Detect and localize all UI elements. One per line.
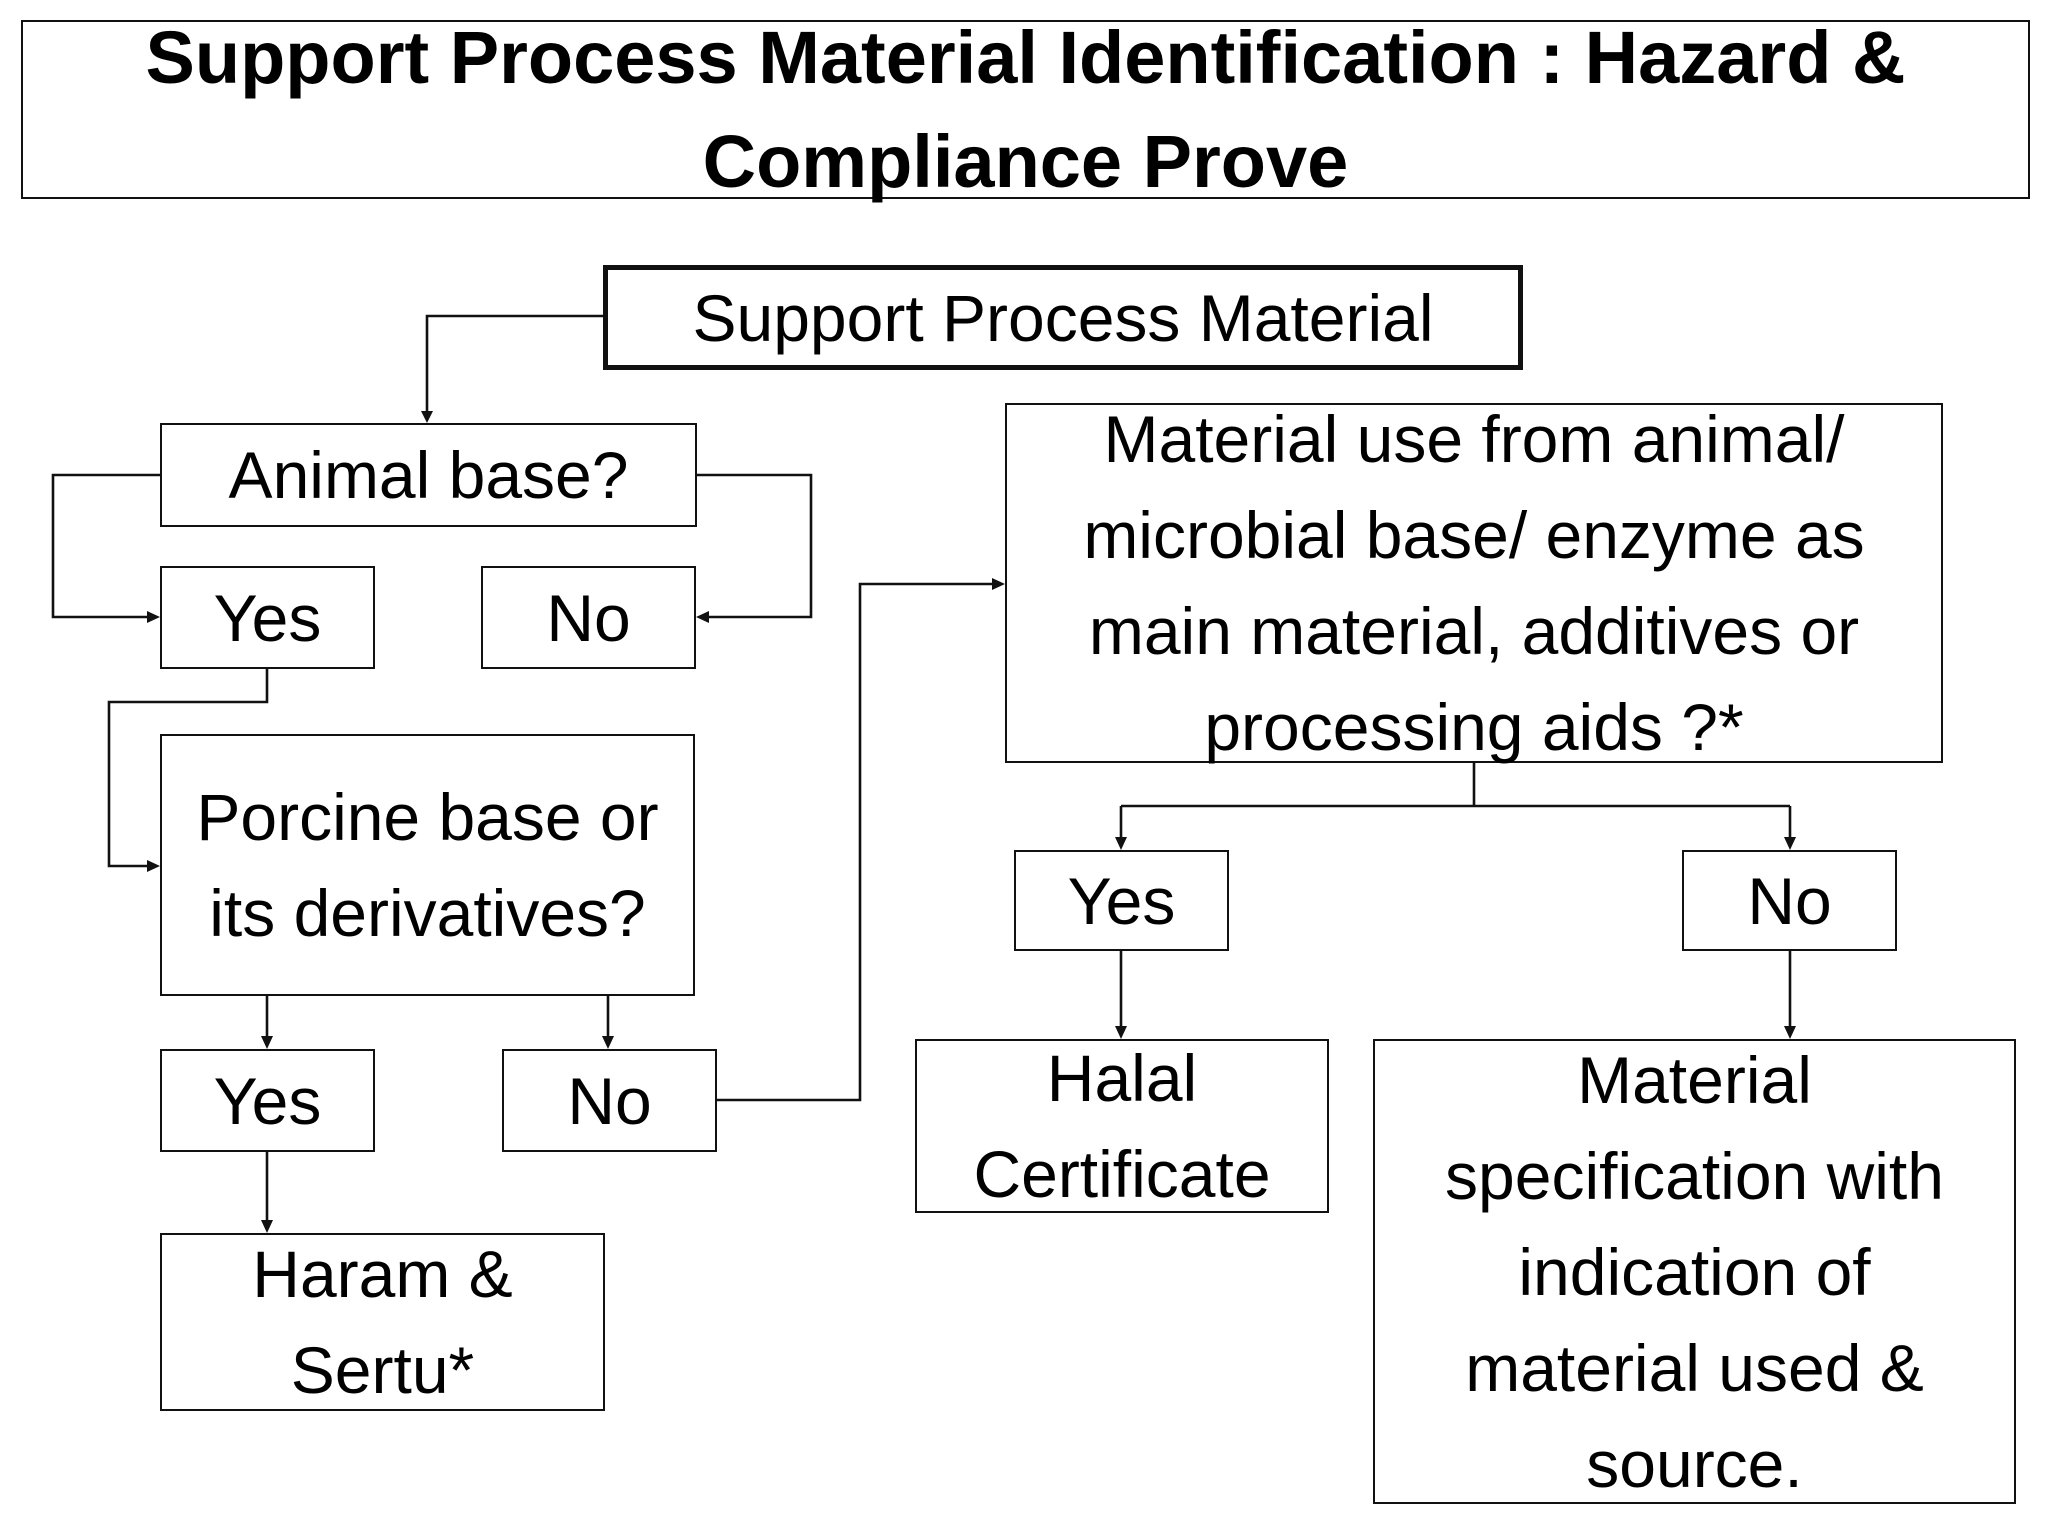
connector-porcine-to-yes [261, 996, 273, 1049]
animal-base-yes-label: Yes [213, 580, 322, 655]
material-use-no-label: No [1747, 863, 1832, 938]
outcome-material-specification-label: Material specification with indication o… [1445, 1042, 1944, 1501]
connector-material-yes-to-halal [1115, 951, 1127, 1039]
connector-porcine-yes-to-haram [261, 1152, 273, 1233]
material-use-yes-label: Yes [1067, 863, 1176, 938]
animal-base-no: No [481, 566, 696, 669]
start-node-support-process-material: Support Process Material [603, 265, 1523, 370]
porcine-yes: Yes [160, 1049, 375, 1152]
outcome-halal-certificate: Halal Certificate [915, 1039, 1329, 1213]
connector-material-no-to-specification [1784, 951, 1796, 1039]
animal-base-yes: Yes [160, 566, 375, 669]
material-use-yes: Yes [1014, 850, 1229, 951]
decision-porcine-base-label: Porcine base or its derivatives? [196, 780, 659, 950]
porcine-no: No [502, 1049, 717, 1152]
start-node-label: Support Process Material [692, 280, 1434, 355]
decision-porcine-base: Porcine base or its derivatives? [160, 734, 695, 996]
diagram-title: Support Process Material Identification … [21, 16, 2030, 203]
porcine-no-label: No [567, 1063, 652, 1138]
decision-animal-base-label: Animal base? [228, 438, 629, 512]
material-use-no: No [1682, 850, 1897, 951]
connector-animal-yes-to-porcine [107, 669, 269, 872]
decision-animal-base: Animal base? [160, 423, 697, 527]
connector-animal-base-to-no [696, 473, 813, 623]
animal-base-no-label: No [546, 580, 631, 655]
connector-start-to-animal-base [421, 314, 603, 423]
outcome-halal-certificate-label: Halal Certificate [973, 1041, 1271, 1211]
porcine-yes-label: Yes [213, 1063, 322, 1138]
connector-porcine-to-no [602, 996, 614, 1049]
decision-material-use-label: Material use from animal/ microbial base… [1083, 402, 1865, 764]
connector-porcine-no-to-material-use [717, 578, 1005, 1102]
outcome-haram-sertu-label: Haram & Sertu* [252, 1237, 513, 1407]
outcome-material-specification: Material specification with indication o… [1373, 1039, 2016, 1504]
connector-material-use-branch [1115, 763, 1796, 850]
connector-animal-base-to-yes [51, 473, 160, 623]
outcome-haram-sertu: Haram & Sertu* [160, 1233, 605, 1411]
decision-material-use: Material use from animal/ microbial base… [1005, 402, 1943, 764]
